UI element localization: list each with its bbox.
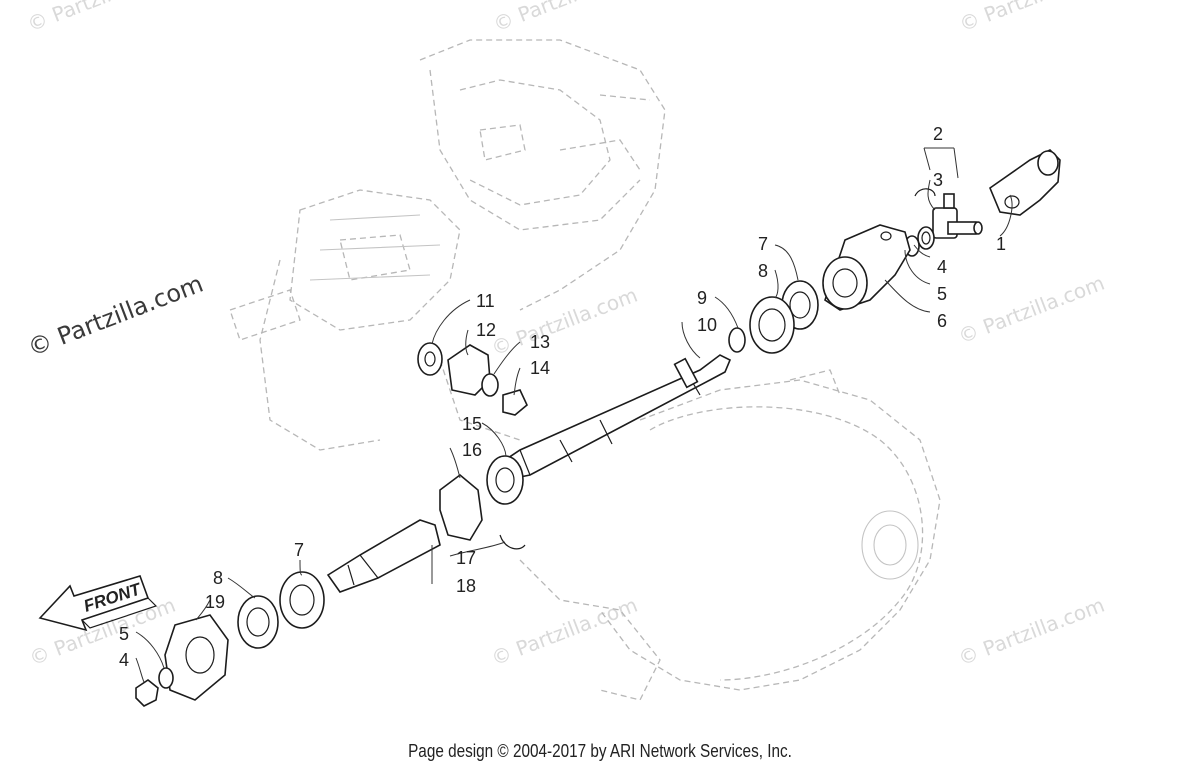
parts-4-5-nut-washer-lower bbox=[135, 667, 174, 707]
parts-15-16-bearing-gear bbox=[439, 455, 524, 541]
callout-3: 3 bbox=[933, 170, 943, 190]
callout-8-lower: 7 bbox=[294, 540, 304, 560]
callout-9: 9 bbox=[697, 288, 707, 308]
parts-4-5-washers-upper bbox=[904, 226, 935, 257]
part-1-yoke bbox=[989, 149, 1061, 216]
callout-19: 19 bbox=[205, 592, 225, 612]
engine-ghost-outline bbox=[229, 39, 941, 701]
callout-10: 10 bbox=[697, 315, 717, 335]
part-17-snap-ring bbox=[499, 534, 526, 550]
callout-12: 12 bbox=[476, 320, 496, 340]
callout-4-lower: 4 bbox=[119, 650, 129, 670]
callout-7-lower: 8 bbox=[213, 568, 223, 588]
parts-11-14-gear-assembly bbox=[417, 342, 528, 416]
callout-8: 8 bbox=[758, 261, 768, 281]
parts-7-8-seal-bearing-lower bbox=[237, 571, 325, 649]
part-18-front-shaft bbox=[326, 519, 441, 593]
part-6-yoke-flange bbox=[822, 224, 911, 311]
front-direction-arrow: FRONT bbox=[38, 575, 158, 632]
callout-leader-lines bbox=[135, 147, 1013, 683]
callout-15: 15 bbox=[462, 414, 482, 434]
callout-7: 7 bbox=[758, 234, 768, 254]
callout-2: 2 bbox=[933, 124, 943, 144]
part-19-housing-flange bbox=[164, 614, 229, 701]
part-3-u-joint-cross bbox=[914, 188, 983, 239]
callout-13: 13 bbox=[530, 332, 550, 352]
part-9-washer bbox=[728, 327, 746, 353]
callout-18: 18 bbox=[456, 576, 476, 596]
callout-14: 14 bbox=[530, 358, 550, 378]
callout-11: 11 bbox=[476, 291, 495, 311]
parts-7-8-seal-bearing-upper bbox=[749, 280, 819, 354]
callout-numbers: 1 2 3 4 5 6 7 8 9 10 11 12 13 14 15 16 1… bbox=[119, 124, 1006, 670]
callout-1: 1 bbox=[996, 234, 1006, 254]
page-footer: Page design © 2004-2017 by ARI Network S… bbox=[408, 741, 792, 761]
callout-5: 5 bbox=[937, 284, 947, 304]
callout-16: 16 bbox=[462, 440, 482, 460]
callout-5-lower: 5 bbox=[119, 624, 129, 644]
callout-4: 4 bbox=[937, 257, 947, 277]
callout-17: 17 bbox=[456, 548, 476, 568]
callout-6: 6 bbox=[937, 311, 947, 331]
